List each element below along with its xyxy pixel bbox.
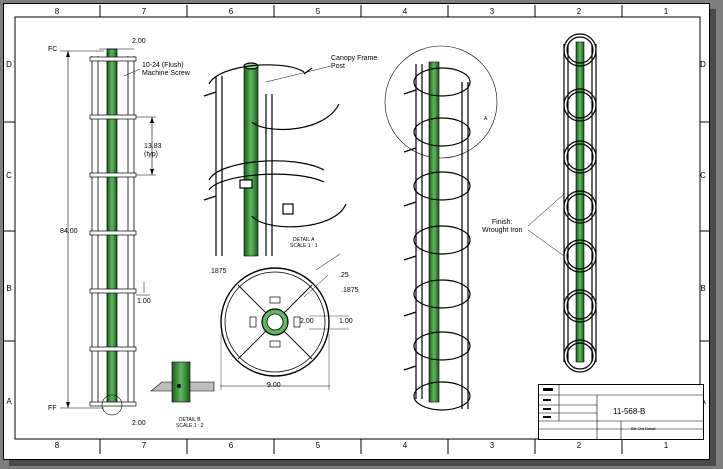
machine-screw-note: 10-24 (Flush) Machine Screw bbox=[142, 62, 190, 78]
zone-ticks bbox=[4, 5, 709, 454]
dim-spoke-angle: .25 bbox=[339, 272, 349, 279]
iso-full-cage bbox=[384, 45, 498, 411]
dim-overall-height: 84.00 bbox=[60, 228, 78, 235]
zone-col-label: 7 bbox=[141, 441, 147, 450]
drawing-canvas bbox=[4, 5, 709, 454]
zone-col-label: 5 bbox=[315, 441, 321, 450]
dim-hub-dia: 2.00 bbox=[300, 318, 314, 325]
dim-ring-dia: 9.00 bbox=[267, 382, 281, 389]
detail-a-marker: A bbox=[484, 116, 488, 122]
zone-col-label: 8 bbox=[54, 441, 60, 450]
elevation-view bbox=[60, 48, 156, 416]
canopy-frame-post-note: Canopy Frame Post bbox=[331, 55, 378, 71]
zone-col-label: 4 bbox=[402, 441, 408, 450]
sheet-label: Bill Our Detail bbox=[631, 426, 656, 431]
ff-label: FF bbox=[48, 405, 57, 412]
zone-col-label: 7 bbox=[141, 7, 147, 16]
zone-col-label: 1 bbox=[663, 7, 669, 16]
dim-rim-thickness: .1875 bbox=[341, 287, 359, 294]
leaders bbox=[123, 65, 332, 298]
drawing-number: 11-568-B bbox=[613, 407, 646, 416]
dim-gap: 1.00 bbox=[137, 298, 151, 305]
zone-col-label: 1 bbox=[663, 441, 669, 450]
zone-col-label: 3 bbox=[489, 441, 495, 450]
finish-note: Finish: Wrought Iron bbox=[482, 219, 523, 235]
zone-col-label: 6 bbox=[228, 441, 234, 450]
zone-col-label: 3 bbox=[489, 7, 495, 16]
dim-bottom-width: 2.00 bbox=[132, 420, 146, 427]
zone-row-label: B bbox=[6, 284, 12, 293]
detail-b-caption: DETAIL B SCALE 1 : 2 bbox=[176, 417, 204, 429]
zone-col-label: 2 bbox=[576, 441, 582, 450]
zone-row-label: B bbox=[700, 284, 706, 293]
inner-border bbox=[14, 16, 701, 440]
dim-ring-spacing: 13.83 (typ) bbox=[144, 143, 162, 159]
zone-row-label: A bbox=[6, 397, 12, 406]
zone-row-label: D bbox=[700, 60, 706, 69]
zone-col-label: 2 bbox=[576, 7, 582, 16]
detail-a-caption: DETAIL A SCALE 1 : 1 bbox=[290, 237, 318, 249]
zone-col-label: 6 bbox=[228, 7, 234, 16]
zone-row-label: C bbox=[700, 171, 706, 180]
zone-col-label: 8 bbox=[54, 7, 60, 16]
zone-col-label: 4 bbox=[402, 7, 408, 16]
dim-hub-inner: .1875 bbox=[209, 268, 227, 275]
fc-label: FC bbox=[48, 46, 58, 53]
zone-row-label: D bbox=[6, 60, 12, 69]
drawing-sheet: 8 7 6 5 4 3 2 1 8 7 6 5 4 3 2 1 D C B A … bbox=[3, 3, 710, 460]
detail-b-view bbox=[150, 361, 215, 403]
zone-row-label: C bbox=[6, 171, 12, 180]
iso-detail-a bbox=[203, 62, 347, 257]
front-view bbox=[527, 33, 597, 373]
dim-top-width: 2.00 bbox=[132, 38, 146, 45]
title-block-grid bbox=[539, 385, 703, 439]
dim-hub-offset: 1.00 bbox=[339, 318, 353, 325]
title-block: 11-568-B Bill Our Detail bbox=[538, 384, 704, 440]
zone-col-label: 5 bbox=[315, 7, 321, 16]
ring-section-view bbox=[220, 253, 349, 390]
